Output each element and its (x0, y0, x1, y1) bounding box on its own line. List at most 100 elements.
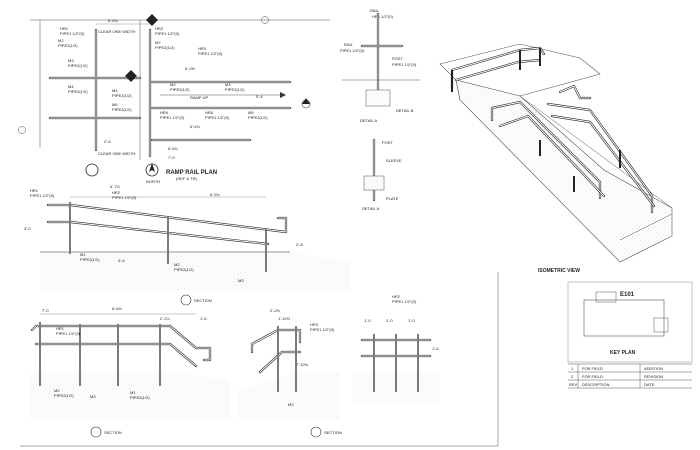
detail-a-title: DETAIL A (362, 206, 379, 211)
section-spec: PIPE1 1/2"(0) (310, 327, 335, 332)
plan-tag: M4 (112, 88, 118, 93)
rev-desc: FOR FIELD (582, 366, 603, 371)
section-dim: 1'-6 (432, 346, 439, 351)
section-tag: HR3 (310, 322, 319, 327)
section-dim: 7'-0 (42, 308, 49, 313)
plan-spec: PIPE2(1/2) (225, 87, 245, 92)
plan-tag: M3 (225, 82, 231, 87)
detail-label: PIPE1 1/2"(0) (392, 62, 417, 67)
section-marker-icon (125, 70, 137, 82)
detail-views: RAIL HR1 1/2"(0) RAIL PIPE1 1/2"(0) POST… (340, 8, 420, 211)
rev-col: DATE (644, 382, 655, 387)
detail-label: POST (392, 56, 403, 61)
section-marker-icon (146, 14, 158, 26)
plan-tag: HR2 (155, 26, 164, 31)
isometric-view: ISOMETRIC VIEW (439, 43, 673, 274)
isometric-title: ISOMETRIC VIEW (538, 268, 580, 274)
rev-desc: FOR FIELD (582, 374, 603, 379)
detail-b-title: DETAIL B (396, 108, 414, 113)
rev-no: 2 (571, 374, 574, 379)
plan-tag: M2 (170, 82, 176, 87)
plan-dim: 6'-0⅝ (185, 66, 196, 71)
plan-title: RAMP RAIL PLAN (166, 170, 217, 176)
section-marker-icon (310, 426, 322, 438)
ramp-up-label: RAMP UP (190, 95, 208, 100)
section-tag: HR1 (56, 326, 65, 331)
key-plan: E101 KEY PLAN (567, 281, 693, 363)
plan-spec: PIPE1 1/2"(0) (198, 51, 223, 56)
plan-spec: PIPE1 1/2"(0) (205, 115, 230, 120)
plan-dim: 6'-4¾ (190, 124, 201, 129)
plan-spec: PIPE1 1/2"(0) (155, 31, 180, 36)
plan-spec: PIPE2(1/2) (112, 93, 132, 98)
plan-dim: 5'-4 (256, 94, 263, 99)
elev-tag: HR2 (112, 190, 121, 195)
elev-spec: PIPE1 1/2"(0) (30, 193, 55, 198)
elev-dim: 3'-0 (24, 226, 31, 231)
section-marker-icon (90, 426, 102, 438)
elev-spec: PIPE2(1/2) (80, 257, 100, 262)
rev-col: REVISION (644, 374, 663, 379)
elev-dim: 6'-5¾ (210, 192, 221, 197)
section-dim: 2'-2¼ (160, 316, 171, 321)
plan-dim: 6'-6¾ (108, 18, 119, 23)
plan-spec: PIPE2(1/2) (248, 115, 268, 120)
elev-dim: 6'-7¾ (110, 184, 121, 189)
plan-subtitle: (REF & TR) (176, 176, 197, 181)
detail-label: PIPE1 1/2"(0) (340, 48, 365, 53)
north-label: NORTH (146, 179, 160, 184)
plan-dim: 6'-5¼ (168, 146, 179, 151)
rev-desc: DESCRIPTION (582, 382, 609, 387)
plan-tag: M5 (248, 110, 254, 115)
north-arrow-icon (145, 163, 159, 177)
section-note: M3 (90, 394, 96, 399)
rev-col: ADDITION (644, 366, 663, 371)
section-marker-icon (301, 98, 311, 109)
section-dim: 1'-10½ (278, 316, 291, 321)
plan-clear-top: CLEAR ONE WIDTH (98, 29, 135, 34)
plan-tag: M2 (58, 38, 64, 43)
elev-spec: PIPE2(1/2) (174, 267, 194, 272)
section-note: M3 (288, 402, 294, 407)
elev-note: M3 (238, 278, 244, 283)
section-spec: PIPE1 1/2"(0) (392, 299, 417, 304)
plan-spec: PIPE2(1/2) (155, 45, 175, 50)
plan-spec: PIPE2(1/2) (170, 87, 190, 92)
plan-clear-bottom: CLEAR ONE WIDTH (98, 151, 135, 156)
plan-tag: M4 (68, 84, 74, 89)
section-spec: PIPE1 1/2"(0) (56, 331, 81, 336)
section-dim: 1'-6 (200, 316, 207, 321)
section-tag: HR2 (392, 294, 401, 299)
plan-tag: M3 (68, 58, 74, 63)
section-dim: 1'-0 (386, 318, 393, 323)
section-dim: 7'-10¾ (296, 362, 309, 367)
section-label: SECTION (324, 430, 342, 435)
plan-tag: M6 (112, 102, 118, 107)
ramp-elevation: HR1 PIPE1 1/2"(0) HR2 PIPE1 1/2"(0) 6'-7… (24, 184, 350, 306)
plan-tag: HR4 (160, 110, 169, 115)
section-dim: 6'-6½ (112, 306, 123, 311)
plan-spec: PIPE2(1/2) (112, 107, 132, 112)
section-label: SECTION (104, 430, 122, 435)
detail-sleeve-label: SLEEVE (386, 158, 402, 163)
section-spec: PIPE2(1/2) (54, 393, 74, 398)
section-spec: PIPE2(1/2) (130, 395, 150, 400)
section-dim: 1'-0 (408, 318, 415, 323)
section-note: M2 (54, 388, 60, 393)
elev-section-label: SECTION (194, 298, 212, 303)
detail-plate-label: PLATE (386, 196, 399, 201)
rev-no: 1 (571, 366, 574, 371)
section-dim: 2'-2⅝ (270, 308, 281, 313)
revision-table: 1 FOR FIELD ADDITION 2 FOR FIELD REVISIO… (20, 272, 692, 447)
rev-no: REV (569, 382, 578, 387)
plan-spec: PIPE2(1/2) (68, 63, 88, 68)
plan-tag: HR5 (205, 110, 214, 115)
detail-a-title: DETAIL A (360, 118, 377, 123)
key-plan-title: KEY PLAN (610, 350, 636, 356)
elev-tag: HR1 (30, 188, 39, 193)
plan-dim: 7'-0 (168, 155, 175, 160)
section-views: 7'-0 6'-6½ 2'-2¼ 1'-6 HR1 PIPE1 1/2"(0) … (30, 294, 440, 438)
elev-note: M2 (174, 262, 180, 267)
elev-dim: 4'-6 (118, 258, 125, 263)
